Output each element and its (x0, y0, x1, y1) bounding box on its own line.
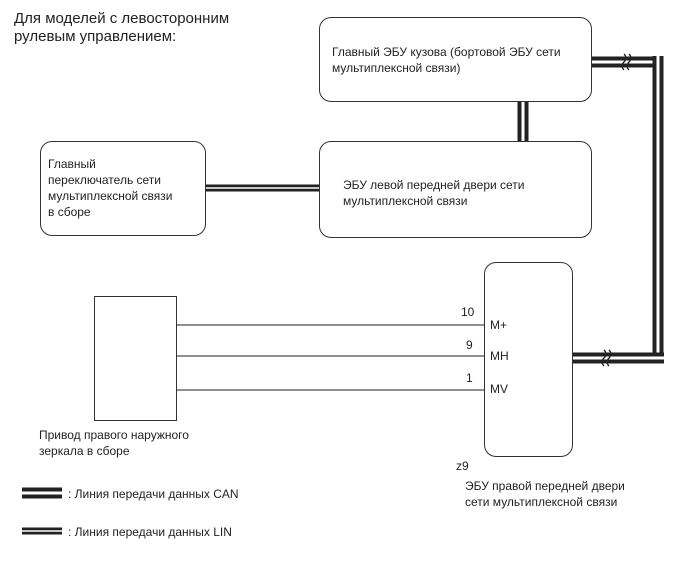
front-right-door-ecu-box (484, 262, 573, 457)
pin-number-10: 10 (461, 305, 475, 319)
mirror-actuator-label-2: зеркала в сборе (39, 444, 130, 458)
mirror-actuator-label-1: Привод правого наружного (39, 428, 189, 442)
master-switch-label-1: Главный (48, 157, 96, 171)
legend-lin-label: : Линия передачи данных LIN (68, 525, 232, 539)
front-left-door-ecu-label-2: мультиплексной связи (343, 194, 468, 208)
master-switch-label-3: мультиплексной связи (48, 189, 173, 203)
front-left-door-ecu-box: ЭБУ левой передней двери сети мультиплек… (319, 141, 592, 238)
header-line-2: рулевым управлением: (14, 28, 177, 45)
main-body-ecu-label-1: Главный ЭБУ кузова (бортовой ЭБУ сети (332, 45, 561, 59)
can-break-mark-bottom (601, 349, 607, 367)
can-break-mark-top-2 (626, 53, 632, 71)
connector-code: z9 (456, 459, 469, 473)
terminal-name-mv: MV (490, 382, 508, 396)
pin-number-1: 1 (466, 371, 473, 385)
front-right-door-ecu-label-1: ЭБУ правой передней двери (465, 479, 625, 493)
terminal-name-m-plus: M+ (490, 318, 508, 332)
main-body-ecu-box: Главный ЭБУ кузова (бортовой ЭБУ сети му… (319, 17, 592, 102)
pin-number-9: 9 (466, 338, 473, 352)
can-break-mark-top (621, 53, 627, 71)
mirror-actuator-box (94, 296, 177, 421)
terminal-name-mh: MH (490, 349, 509, 363)
main-body-ecu-label-2: мультиплексной связи) (332, 61, 461, 75)
master-switch-label-2: переключатель сети (48, 173, 162, 187)
master-switch-label-4: в сборе (48, 205, 91, 219)
master-switch-box: Главный переключатель сети мультиплексно… (40, 141, 206, 236)
front-left-door-ecu-label-1: ЭБУ левой передней двери сети (343, 178, 525, 192)
header-line-1: Для моделей с левосторонним (14, 10, 230, 27)
legend-can-label: : Линия передачи данных CAN (68, 487, 239, 501)
can-break-mark-bottom-2 (606, 349, 612, 367)
front-right-door-ecu-label-2: сети мультиплексной связи (465, 495, 618, 509)
